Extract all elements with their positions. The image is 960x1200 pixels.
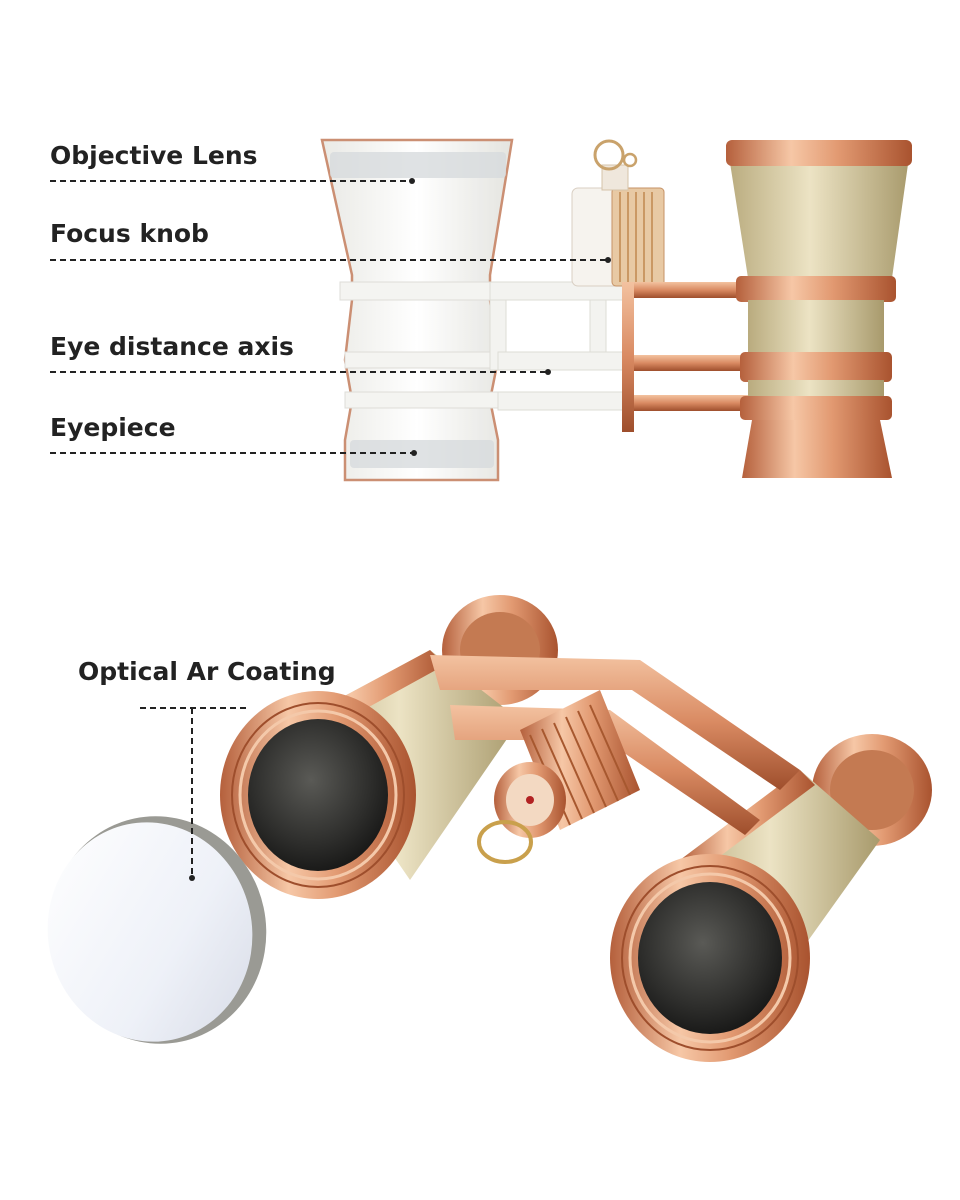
label-objective-lens: Objective Lens [50, 141, 258, 170]
ghost-bridge [489, 281, 631, 411]
focus-knob-3q [477, 690, 640, 864]
lanyard-ring [477, 820, 533, 864]
leader-dot-eye-distance-axis [545, 369, 551, 375]
leader-dot-eyepiece [411, 450, 417, 456]
leader-dot-focus-knob [605, 257, 611, 263]
metal-bridge [622, 282, 762, 432]
coated-lens-element [47, 816, 267, 1044]
leader-optical-coating [140, 707, 248, 878]
objective-right [610, 854, 810, 1062]
cutaway-binocular [320, 138, 912, 482]
label-eye-distance-axis: Eye distance axis [50, 332, 294, 361]
label-eyepiece: Eyepiece [50, 413, 176, 442]
focus-knob [571, 139, 665, 287]
label-focus-knob: Focus knob [50, 219, 209, 248]
label-optical-coating: Optical Ar Coating [78, 657, 336, 686]
ghost-barrel [320, 138, 514, 482]
binocular-3q-view [220, 595, 932, 1062]
leader-dot-optical-coating [189, 875, 195, 881]
right-barrel [726, 140, 912, 478]
leader-dot-objective-lens [409, 178, 415, 184]
objective-left [220, 691, 416, 899]
